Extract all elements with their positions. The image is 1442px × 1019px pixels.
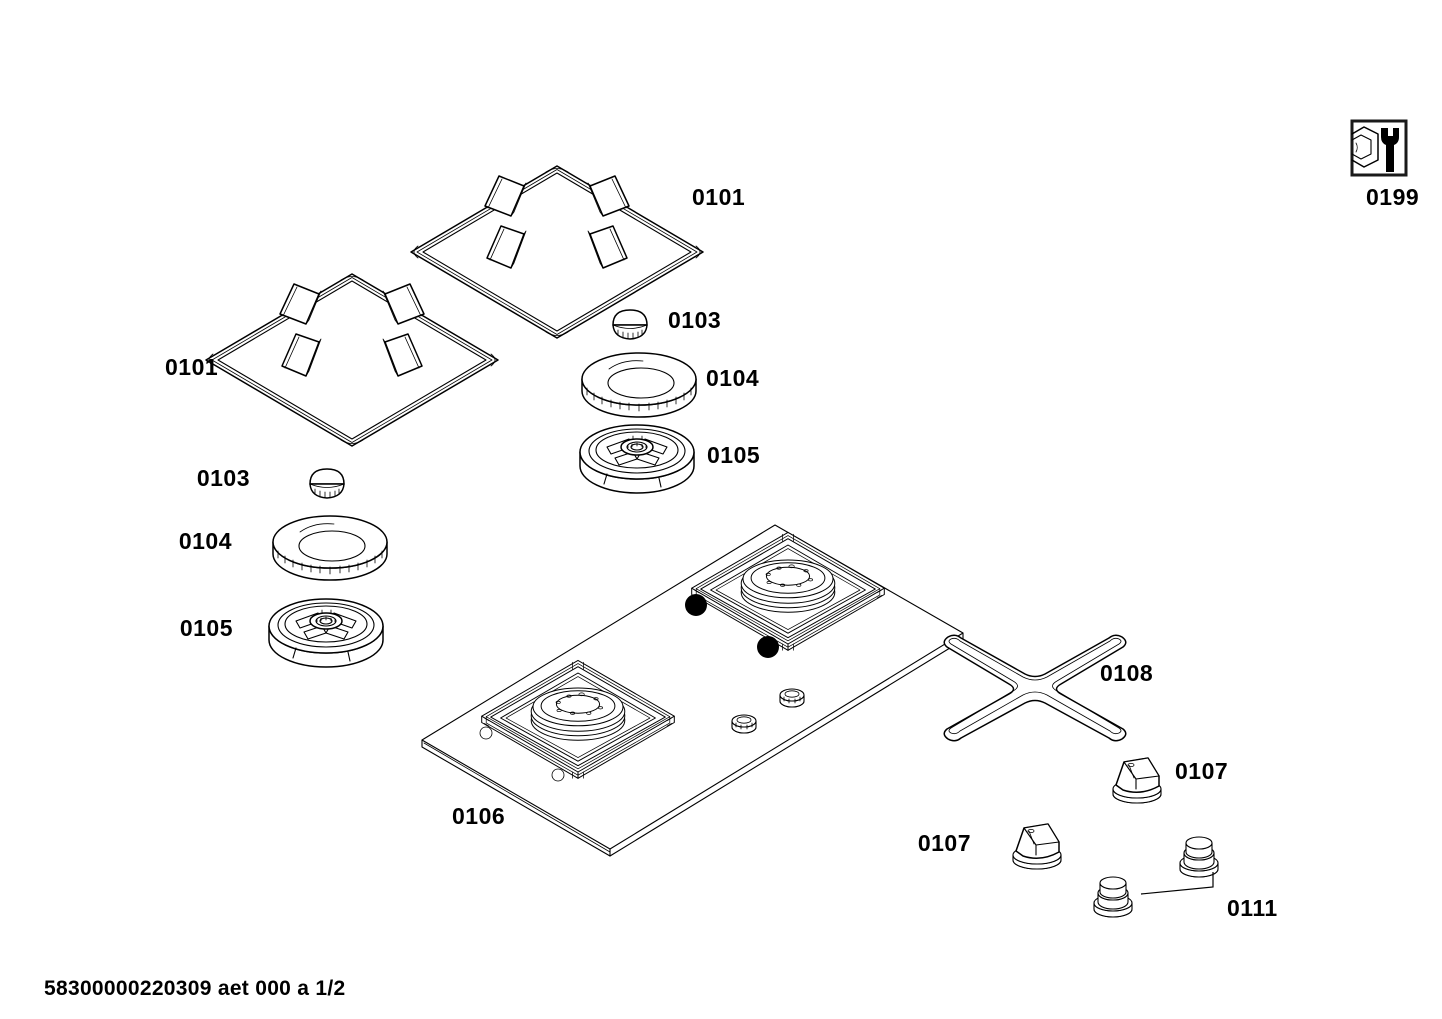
pan-support-grate-icon: [205, 273, 499, 447]
part-label-0107-left: 0107: [918, 830, 971, 856]
part-label-0101-front: 0101: [165, 354, 218, 380]
leader-line-0111: [1140, 872, 1214, 895]
part-label-0105-rear: 0105: [707, 442, 760, 468]
part-label-0104-front: 0104: [179, 528, 232, 554]
ignitor-cap-icon: [612, 309, 648, 340]
part-group-0103-front: 0103: [197, 465, 345, 499]
part-label-0104-rear: 0104: [706, 365, 759, 391]
burner-base-icon: [579, 424, 695, 494]
part-label-0105-front: 0105: [180, 615, 233, 641]
burner-cap-icon: [272, 515, 388, 581]
rubber-foot-icon: [1179, 836, 1219, 878]
service-kit-icon-group: 0199: [1350, 119, 1419, 210]
part-group-0104-front: 0104: [179, 515, 388, 581]
valve-stem-icon: [731, 714, 757, 734]
document-footer: 58300000220309 aet 000 a 1/2: [44, 977, 346, 1000]
part-group-0103-rear: 0103: [612, 307, 721, 340]
part-group-0105-front: 0105: [180, 598, 384, 668]
ignitor-cap-icon: [309, 468, 345, 499]
part-label-0103-front: 0103: [197, 465, 250, 491]
burner-cap-icon: [581, 352, 697, 418]
cooktop-panel-icon: [421, 524, 964, 857]
part-label-0199: 0199: [1366, 184, 1419, 210]
part-label-0111: 0111: [1227, 895, 1278, 921]
part-group-0101-rear: 0101: [410, 165, 745, 339]
part-group-0108: 0108: [943, 634, 1153, 742]
part-group-0101-front: 0101: [165, 273, 499, 447]
part-group-0107-left: 0107: [918, 823, 1062, 870]
part-group-0104-rear: 0104: [581, 352, 759, 418]
part-label-0108: 0108: [1100, 660, 1153, 686]
part-group-0105-rear: 0105: [579, 424, 760, 494]
part-group-0111: 0111: [1093, 836, 1278, 921]
part-label-0106: 0106: [452, 803, 505, 829]
control-knob-icon: [1012, 823, 1062, 870]
rubber-foot-icon: [1093, 876, 1133, 918]
part-label-0103-rear: 0103: [668, 307, 721, 333]
control-knob-icon: [1112, 757, 1162, 804]
pan-support-grate-icon: [410, 165, 704, 339]
valve-stem-icon: [779, 688, 805, 708]
nut-and-wrench-icon: [1350, 119, 1408, 177]
wok-support-icon: [943, 634, 1127, 742]
part-label-0101-rear: 0101: [692, 184, 745, 210]
part-group-0106: 0106: [421, 524, 964, 857]
burner-base-icon: [268, 598, 384, 668]
part-group-0107-right: 0107: [1112, 757, 1228, 804]
part-label-0107-right: 0107: [1175, 758, 1228, 784]
